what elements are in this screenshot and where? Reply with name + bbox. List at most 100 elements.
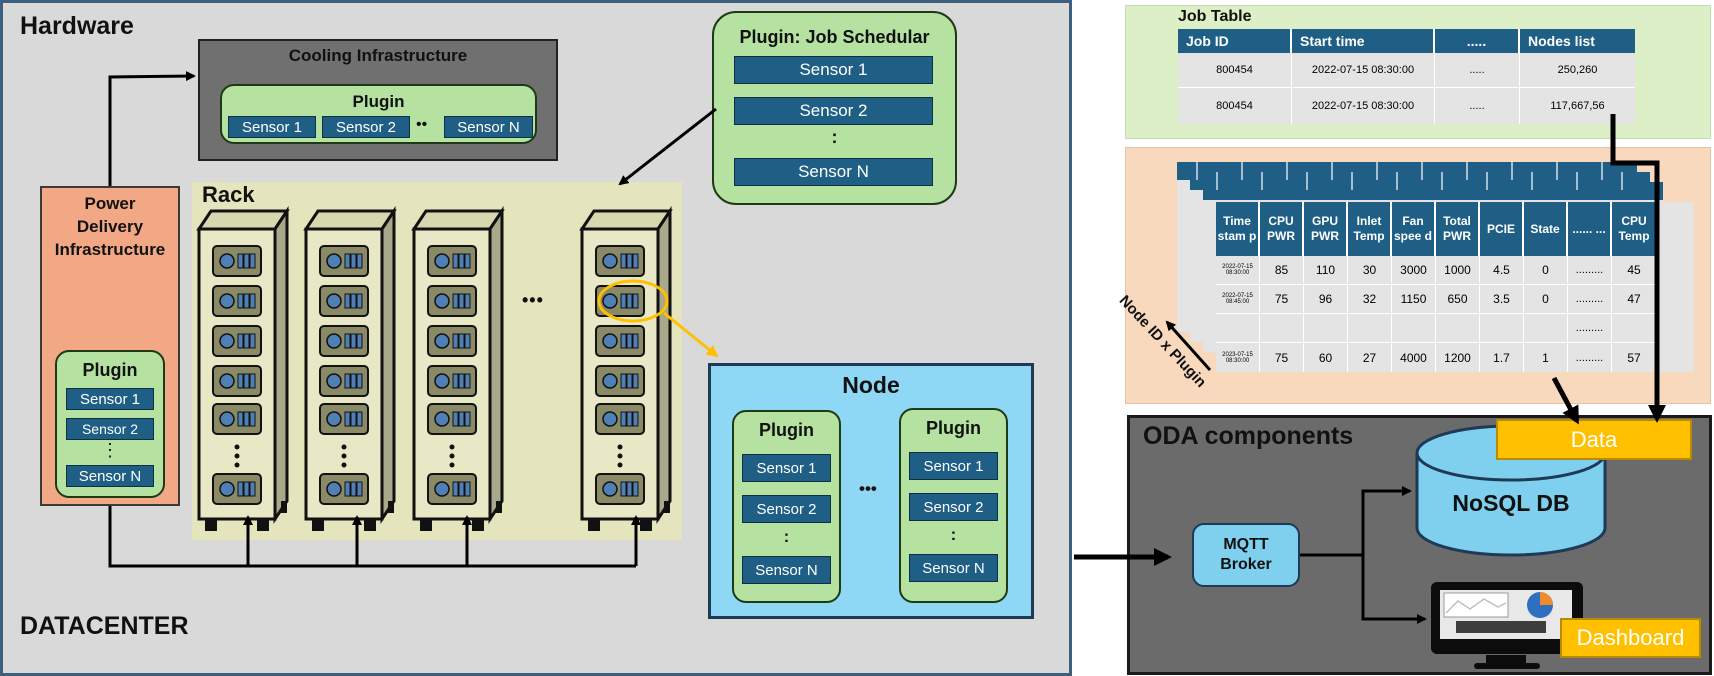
cooling-infrastructure: Cooling Infrastructure Plugin Sensor 1 S…	[198, 39, 558, 161]
sensor-table-cell	[1612, 314, 1656, 343]
node-plugin-1-sensor-2: Sensor 2	[742, 495, 831, 523]
datacenter-label: DATACENTER	[20, 612, 189, 640]
sensor-table-cell	[1260, 314, 1304, 343]
sensor-table-cell: 60	[1304, 343, 1348, 372]
cooling-plugin: Plugin Sensor 1 Sensor 2 •• Sensor N	[220, 84, 537, 144]
job-table-cell: 800454	[1178, 88, 1292, 124]
node-plugin-1-title: Plugin	[759, 420, 814, 440]
power-title-line-2: Delivery	[76, 217, 144, 236]
job-scheduler-sensor-1: Sensor 1	[734, 56, 933, 84]
power-plugin: Plugin Sensor 1 Sensor 2 ⋮ Sensor N	[55, 350, 165, 498]
sensor-table-cell: 4.5	[1480, 256, 1524, 285]
sensor-table-cell: 1000	[1436, 256, 1480, 285]
data-label: Data	[1496, 419, 1692, 460]
sensor-table-cell: 32	[1348, 285, 1392, 314]
sensor-table-cell: 45	[1612, 256, 1656, 285]
sensor-table-header-cell: Total PWR	[1436, 202, 1480, 256]
node-box: Node ••• Plugin Sensor 1 Sensor 2 : Sens…	[708, 363, 1034, 619]
cooling-sensor-n: Sensor N	[444, 116, 533, 138]
sensor-table-cell: 110	[1304, 256, 1348, 285]
node-plugin-1: Plugin Sensor 1 Sensor 2 : Sensor N	[732, 410, 841, 603]
sensor-table-cell	[1216, 314, 1260, 343]
sensor-table-header-cell: GPU PWR	[1304, 202, 1348, 256]
sensor-table-header-cell: Time stam p	[1216, 202, 1260, 256]
sensor-table-cell: 3000	[1392, 256, 1436, 285]
sensor-table-cell: 1	[1524, 343, 1568, 372]
sensor-table-cell: 1150	[1392, 285, 1436, 314]
sensor-table-cell: 0	[1524, 256, 1568, 285]
sensor-table-header-cell: PCIE	[1480, 202, 1524, 256]
rack-area	[192, 182, 682, 540]
sensor-table-cell: 4000	[1392, 343, 1436, 372]
node-plugin-2-ellipsis: :	[950, 525, 957, 544]
rack-ellipsis: •••	[522, 290, 544, 310]
job-scheduler-sensor-2: Sensor 2	[734, 97, 933, 125]
node-ellipsis: •••	[859, 479, 877, 498]
dashboard-label: Dashboard	[1560, 618, 1701, 658]
sensor-table-cell	[1436, 314, 1480, 343]
sensor-table-cell: 27	[1348, 343, 1392, 372]
job-scheduler-plugin: Plugin: Job Schedular Sensor 1 Sensor 2 …	[712, 11, 957, 205]
sensor-table-cell: 3.5	[1480, 285, 1524, 314]
job-table-cell: 117,667,56	[1550, 100, 1605, 112]
power-title-line-3: Infrastructure	[54, 240, 166, 259]
sensor-table-cell: 1.7	[1480, 343, 1524, 372]
power-sensor-n: Sensor N	[66, 465, 154, 487]
rack-title: Rack	[202, 182, 255, 207]
job-scheduler-ellipsis: :	[831, 127, 838, 147]
cooling-title: Cooling Infrastructure	[288, 46, 468, 65]
node-plugin-1-ellipsis: :	[783, 527, 790, 546]
cooling-ellipsis: ••	[416, 116, 428, 133]
monitor-icon	[1431, 582, 1583, 669]
oda-title: ODA components	[1143, 422, 1354, 450]
node-title: Node	[842, 372, 900, 398]
sensor-table-cell	[1480, 314, 1524, 343]
job-table-cell: 2022-07-15 08:30:00	[1292, 88, 1435, 124]
sensor-table-cell: .........	[1568, 285, 1612, 314]
job-table-header-cell: Nodes list	[1520, 29, 1635, 53]
sensor-table-cell	[1304, 314, 1348, 343]
sensor-table-cell: 57	[1627, 350, 1641, 365]
sensor-table-cell: 2023-07-15 08:30:00	[1216, 343, 1260, 372]
job-table-header-cell: Job ID	[1178, 29, 1292, 53]
cooling-sensor-2: Sensor 2	[322, 116, 410, 138]
job-table: Job ID Start time ..... Nodes list 80045…	[1178, 29, 1635, 124]
sensor-table-cell: 2022-07-15 08:30:00	[1216, 256, 1260, 285]
job-table-cell: 2022-07-15 08:30:00	[1292, 53, 1435, 88]
sensor-table-cell: 85	[1260, 256, 1304, 285]
job-table-header-cell: Start time	[1292, 29, 1435, 53]
power-plugin-title: Plugin	[82, 360, 138, 380]
job-table-cell: 250,260	[1520, 53, 1635, 88]
cooling-sensor-1: Sensor 1	[228, 116, 316, 138]
cooling-plugin-title: Plugin	[352, 92, 405, 111]
sensor-table-cell: 1200	[1436, 343, 1480, 372]
job-table-title: Job Table	[1178, 8, 1252, 25]
sensor-table-cell: 2022-07-15 08:45:00	[1216, 285, 1260, 314]
node-plugin-1-sensor-n: Sensor N	[742, 556, 831, 584]
job-table-header-cell: .....	[1435, 29, 1520, 53]
node-plugin-2-sensor-1: Sensor 1	[909, 452, 998, 480]
sensor-table-header-cell: Fan spee d	[1392, 202, 1436, 256]
node-plugin-2: Plugin Sensor 1 Sensor 2 : Sensor N	[899, 408, 1008, 603]
job-table-cell: 800454	[1178, 53, 1292, 88]
hardware-label: Hardware	[20, 12, 134, 40]
job-table-cell: .....	[1435, 53, 1520, 88]
node-plugin-1-sensor-1: Sensor 1	[742, 454, 831, 482]
sensor-table-header-cell: ...... ...	[1568, 202, 1612, 256]
job-scheduler-title: Plugin: Job Schedular	[739, 27, 930, 47]
sensor-table-cell: .........	[1568, 314, 1612, 343]
power-sensor-2: Sensor 2	[66, 418, 154, 440]
sensor-table-cell	[1348, 314, 1392, 343]
sensor-table-header-cell: CPU PWR	[1260, 202, 1304, 256]
sensor-table-cell	[1392, 314, 1436, 343]
sensor-table-header-cell: State	[1524, 202, 1568, 256]
sensor-table-cell	[1524, 314, 1568, 343]
sensor-table-header-cell: CPU Temp	[1612, 202, 1656, 256]
sensor-table-cell: 75	[1260, 285, 1304, 314]
job-table-cell: .....	[1435, 88, 1520, 124]
power-sensor-1: Sensor 1	[66, 388, 154, 410]
node-plugin-2-sensor-2: Sensor 2	[909, 493, 998, 521]
mqtt-broker: MQTT Broker	[1192, 523, 1300, 587]
sensor-table-cell: 47	[1612, 285, 1656, 314]
power-ellipsis: ⋮	[101, 440, 119, 460]
